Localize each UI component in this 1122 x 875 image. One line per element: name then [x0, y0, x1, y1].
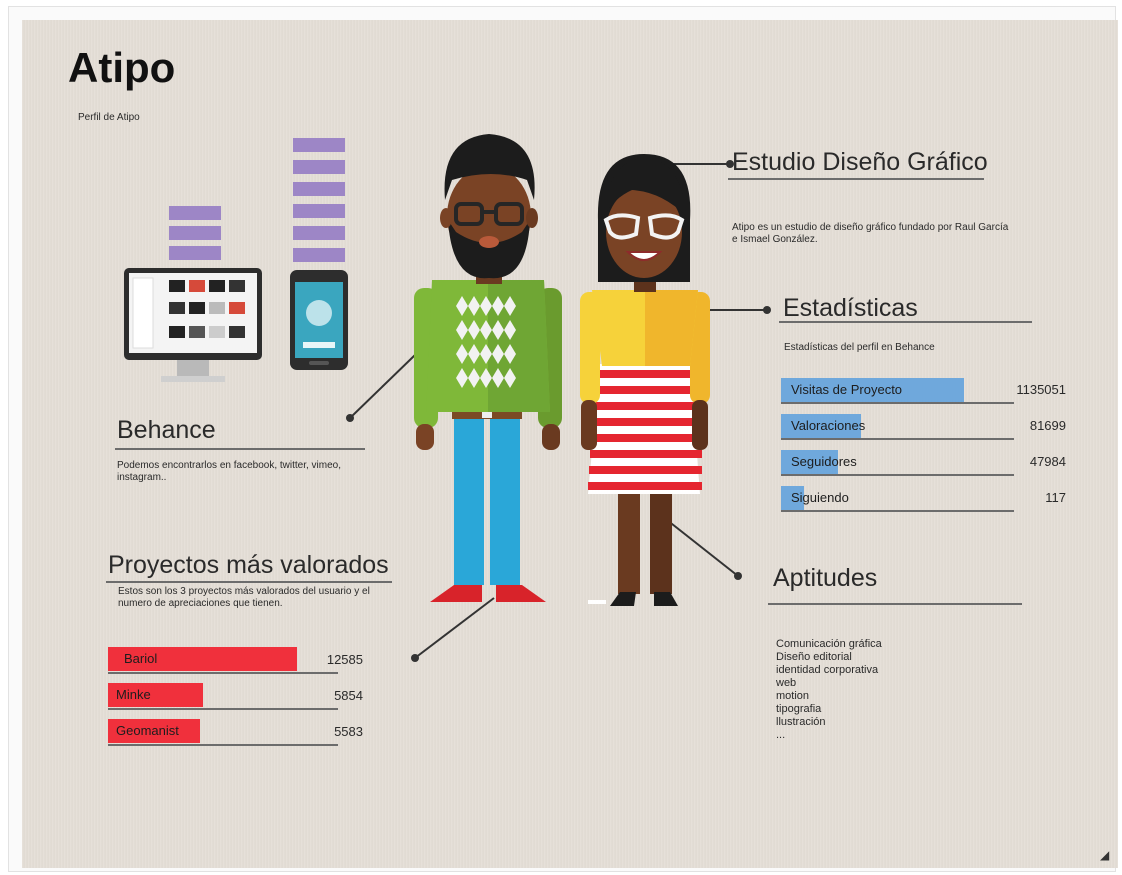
behance-description: Podemos encontrarlos en facebook, twitte…: [117, 460, 342, 483]
stats-caption: Estadísticas del perfil en Behance: [784, 342, 935, 353]
stats-bar-fill: [781, 378, 964, 402]
stats-label: Siguiendo: [791, 490, 849, 505]
stats-bar-fill: [781, 414, 861, 438]
characters-illustration: [346, 134, 771, 662]
page-subtitle: Perfil de Atipo: [78, 112, 140, 123]
stats-bar-fill: [781, 450, 838, 474]
skill-item: tipografia: [776, 703, 822, 715]
project-bar-fill: [108, 683, 203, 707]
skill-item: Comunicación gráfica: [776, 638, 882, 650]
connector-lines: [349, 163, 767, 659]
woman-figure: [580, 154, 710, 606]
project-row-underline: [108, 708, 338, 710]
stats-label: Valoraciones: [791, 418, 866, 433]
stats-row: Siguiendo 117: [781, 486, 1066, 512]
skill-item: identidad corporativa: [776, 664, 879, 676]
stats-row: Valoraciones 81699: [781, 414, 1066, 440]
infographic-canvas: Atipo Perfil de Atipo: [22, 20, 1118, 868]
skill-item: web: [776, 677, 797, 689]
project-value: 5854: [334, 688, 363, 703]
skills-divider: [768, 603, 1022, 605]
stats-divider: [779, 321, 1032, 323]
stats-row: Seguidores 47984: [781, 450, 1066, 476]
skill-item: ...: [776, 729, 786, 741]
stats-value: 1135051: [1016, 382, 1066, 397]
stats-label: Visitas de Proyecto: [791, 382, 903, 397]
stats-row-underline: [781, 474, 1014, 476]
project-value: 5583: [334, 724, 363, 739]
stats-bar-fill: [781, 486, 804, 510]
projects-divider: [106, 581, 392, 583]
skill-item: llustración: [776, 716, 826, 728]
project-row: Bariol 12585: [108, 647, 363, 674]
projects-heading: Proyectos más valorados: [108, 551, 389, 579]
stats-row: Visitas de Proyecto 1135051: [781, 378, 1066, 404]
stats-value: 117: [1045, 490, 1066, 505]
stats-heading: Estadísticas: [783, 294, 918, 322]
behance-heading: Behance: [117, 416, 216, 444]
project-row: Minke 5854: [108, 683, 363, 710]
connector-dots: [346, 160, 771, 662]
project-label: Minke: [116, 687, 151, 702]
projects-description: Estos son los 3 proyectos más valorados …: [118, 586, 370, 609]
project-row: Geomanist 5583: [108, 719, 363, 746]
phone-stack-icon: [293, 138, 345, 262]
skill-item: Diseño editorial: [776, 651, 852, 663]
page-title: Atipo: [68, 44, 176, 91]
phone-icon: [290, 270, 348, 370]
monitor-stack-icon: [169, 206, 221, 260]
skill-item: motion: [776, 690, 810, 702]
man-figure: [414, 134, 562, 602]
project-row-underline: [108, 672, 338, 674]
monitor-icon: [124, 268, 262, 382]
project-bar-fill: [108, 719, 200, 743]
stats-row-underline: [781, 402, 1014, 404]
project-label: Bariol: [124, 651, 158, 666]
devices-illustration: [124, 138, 348, 382]
studio-heading: Estudio Diseño Gráfico: [732, 148, 988, 176]
stats-row-underline: [781, 510, 1014, 512]
stats-value: 81699: [1029, 418, 1066, 433]
project-label: Geomanist: [116, 723, 179, 738]
stats-label: Seguidores: [791, 454, 857, 469]
stats-row-underline: [781, 438, 1014, 440]
project-value: 12585: [326, 652, 363, 667]
studio-divider: [728, 178, 984, 180]
studio-description: Atipo es un estudio de diseño gráfico fu…: [732, 222, 1009, 245]
project-row-underline: [108, 744, 338, 746]
project-bar-fill: [108, 647, 297, 671]
behance-divider: [115, 448, 365, 450]
stats-value: 47984: [1029, 454, 1066, 469]
skills-heading: Aptitudes: [773, 564, 878, 592]
resize-grip-icon[interactable]: ◢: [1100, 848, 1110, 862]
